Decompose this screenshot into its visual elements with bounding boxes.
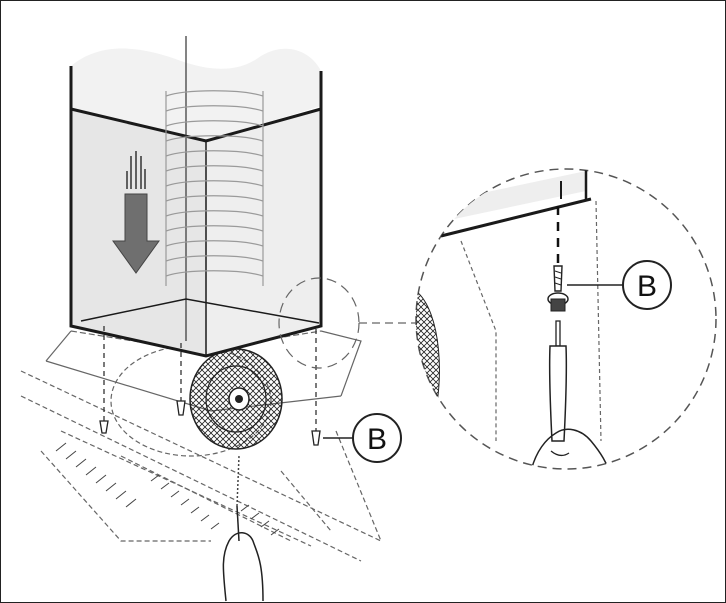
screw-guide-lines [103, 326, 317, 431]
down-arrow-icon [112, 151, 160, 274]
fan-wheel [189, 348, 283, 450]
detail-screw-icon [547, 265, 569, 312]
callout-b-main: B [323, 413, 402, 463]
hood-body-outline [20, 370, 382, 562]
chimney-panel [69, 36, 323, 358]
callout-label: B [367, 423, 387, 456]
screw-icon [99, 400, 321, 446]
flexible-duct [165, 90, 264, 286]
callout-b-detail: B [567, 260, 672, 310]
detail-hand-illustration [530, 428, 612, 469]
hood-filter-hatch [55, 442, 280, 536]
screwdriver-icon [548, 320, 568, 442]
hand-illustration [222, 455, 264, 602]
detail-view [415, 168, 717, 470]
callout-label: B [637, 270, 657, 303]
